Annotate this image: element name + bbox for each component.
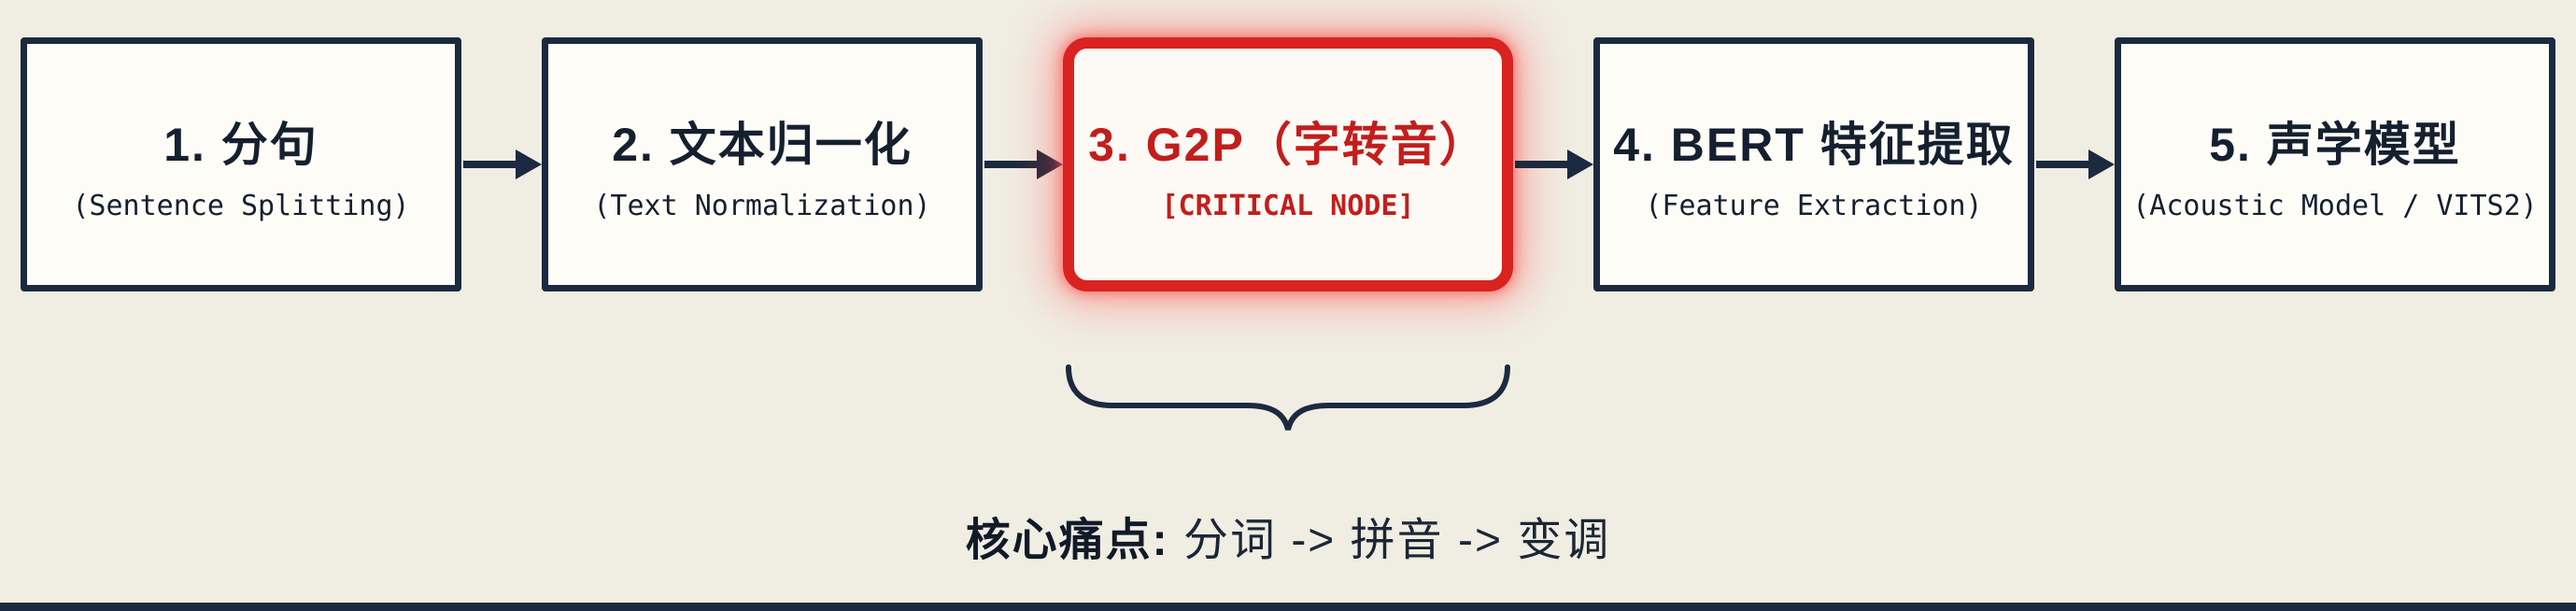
- flow-node-sentence-splitting: 1. 分句 (Sentence Splitting): [21, 37, 461, 291]
- flow-arrow-icon: [983, 144, 1063, 185]
- underbrace-icon: [1064, 362, 1512, 435]
- flow-arrow-icon: [2034, 144, 2115, 185]
- node-subtitle: [CRITICAL NODE]: [1161, 189, 1415, 222]
- caption: 核心痛点: 分词 -> 拼音 -> 变调: [0, 503, 2576, 568]
- node-subtitle: (Feature Extraction): [1645, 189, 1983, 222]
- flow-node-acoustic-model: 5. 声学模型 (Acoustic Model / VITS2): [2115, 37, 2555, 291]
- node-title: 1. 分句: [163, 118, 318, 171]
- caption-label: 核心痛点:: [965, 516, 1169, 565]
- flow-node-text-normalization: 2. 文本归一化 (Text Normalization): [542, 37, 983, 291]
- node-subtitle: (Text Normalization): [593, 189, 931, 222]
- pipeline-flow: 1. 分句 (Sentence Splitting) 2. 文本归一化 (Tex…: [21, 36, 2555, 293]
- caption-text: 分词 -> 拼音 -> 变调: [1168, 516, 1611, 565]
- bottom-edge-line: [0, 603, 2576, 611]
- node-title: 3. G2P（字转音）: [1088, 118, 1488, 171]
- flow-node-g2p-critical: 3. G2P（字转音） [CRITICAL NODE]: [1063, 37, 1513, 291]
- node-title: 2. 文本归一化: [612, 118, 913, 171]
- flow-node-bert-feature-extraction: 4. BERT 特征提取 (Feature Extraction): [1593, 37, 2034, 291]
- flow-arrow-icon: [1513, 144, 1593, 185]
- node-title: 5. 声学模型: [2209, 118, 2461, 171]
- node-subtitle: (Sentence Splitting): [72, 189, 410, 222]
- node-title: 4. BERT 特征提取: [1613, 118, 2015, 171]
- node-subtitle: (Acoustic Model / VITS2): [2132, 189, 2538, 222]
- flow-arrow-icon: [461, 144, 542, 185]
